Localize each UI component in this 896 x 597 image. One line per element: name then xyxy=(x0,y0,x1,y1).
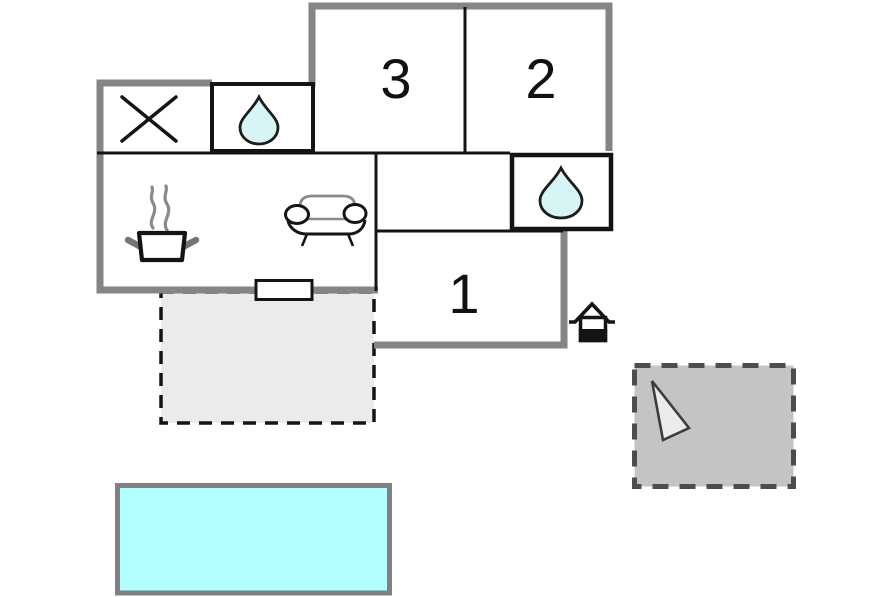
house-body-filled xyxy=(578,329,608,343)
outer-wall-bedrooms xyxy=(308,2,613,151)
terrace-outline xyxy=(159,290,376,425)
sofa-back xyxy=(298,194,357,221)
pool-outline xyxy=(115,483,392,596)
direction-triangle-icon xyxy=(650,380,692,442)
room-2-label: 2 xyxy=(525,47,556,110)
water-drop-icon-top xyxy=(238,93,280,146)
sofa-armrest-right xyxy=(342,203,368,224)
outer-wall-room1 xyxy=(374,229,568,349)
cooking-pot-steam-icon xyxy=(124,184,200,263)
water-drop-shape xyxy=(238,93,280,146)
sofa-armrest-left xyxy=(284,204,310,225)
room-1-label: 1 xyxy=(448,262,479,325)
x-cross-icon xyxy=(120,95,178,143)
pool-area xyxy=(115,483,392,596)
outer-wall-living xyxy=(96,79,378,294)
sofa-icon xyxy=(284,194,368,247)
terrace-door xyxy=(254,279,314,301)
terrace-area xyxy=(159,290,376,425)
parking-area xyxy=(632,363,796,489)
pot-body xyxy=(136,230,188,263)
steam-line-right xyxy=(163,184,171,232)
room-3-label: 3 xyxy=(380,47,411,110)
water-drop-icon-right xyxy=(538,164,584,220)
x-cross-lines xyxy=(120,95,178,143)
water-drop-shape xyxy=(538,164,584,220)
sofa-seat xyxy=(286,219,367,236)
sofa-legs xyxy=(300,233,355,247)
house-entrance-icon xyxy=(569,301,615,343)
parking-outline xyxy=(632,363,796,489)
house-roof xyxy=(569,301,615,324)
steam-line-left xyxy=(149,185,157,230)
